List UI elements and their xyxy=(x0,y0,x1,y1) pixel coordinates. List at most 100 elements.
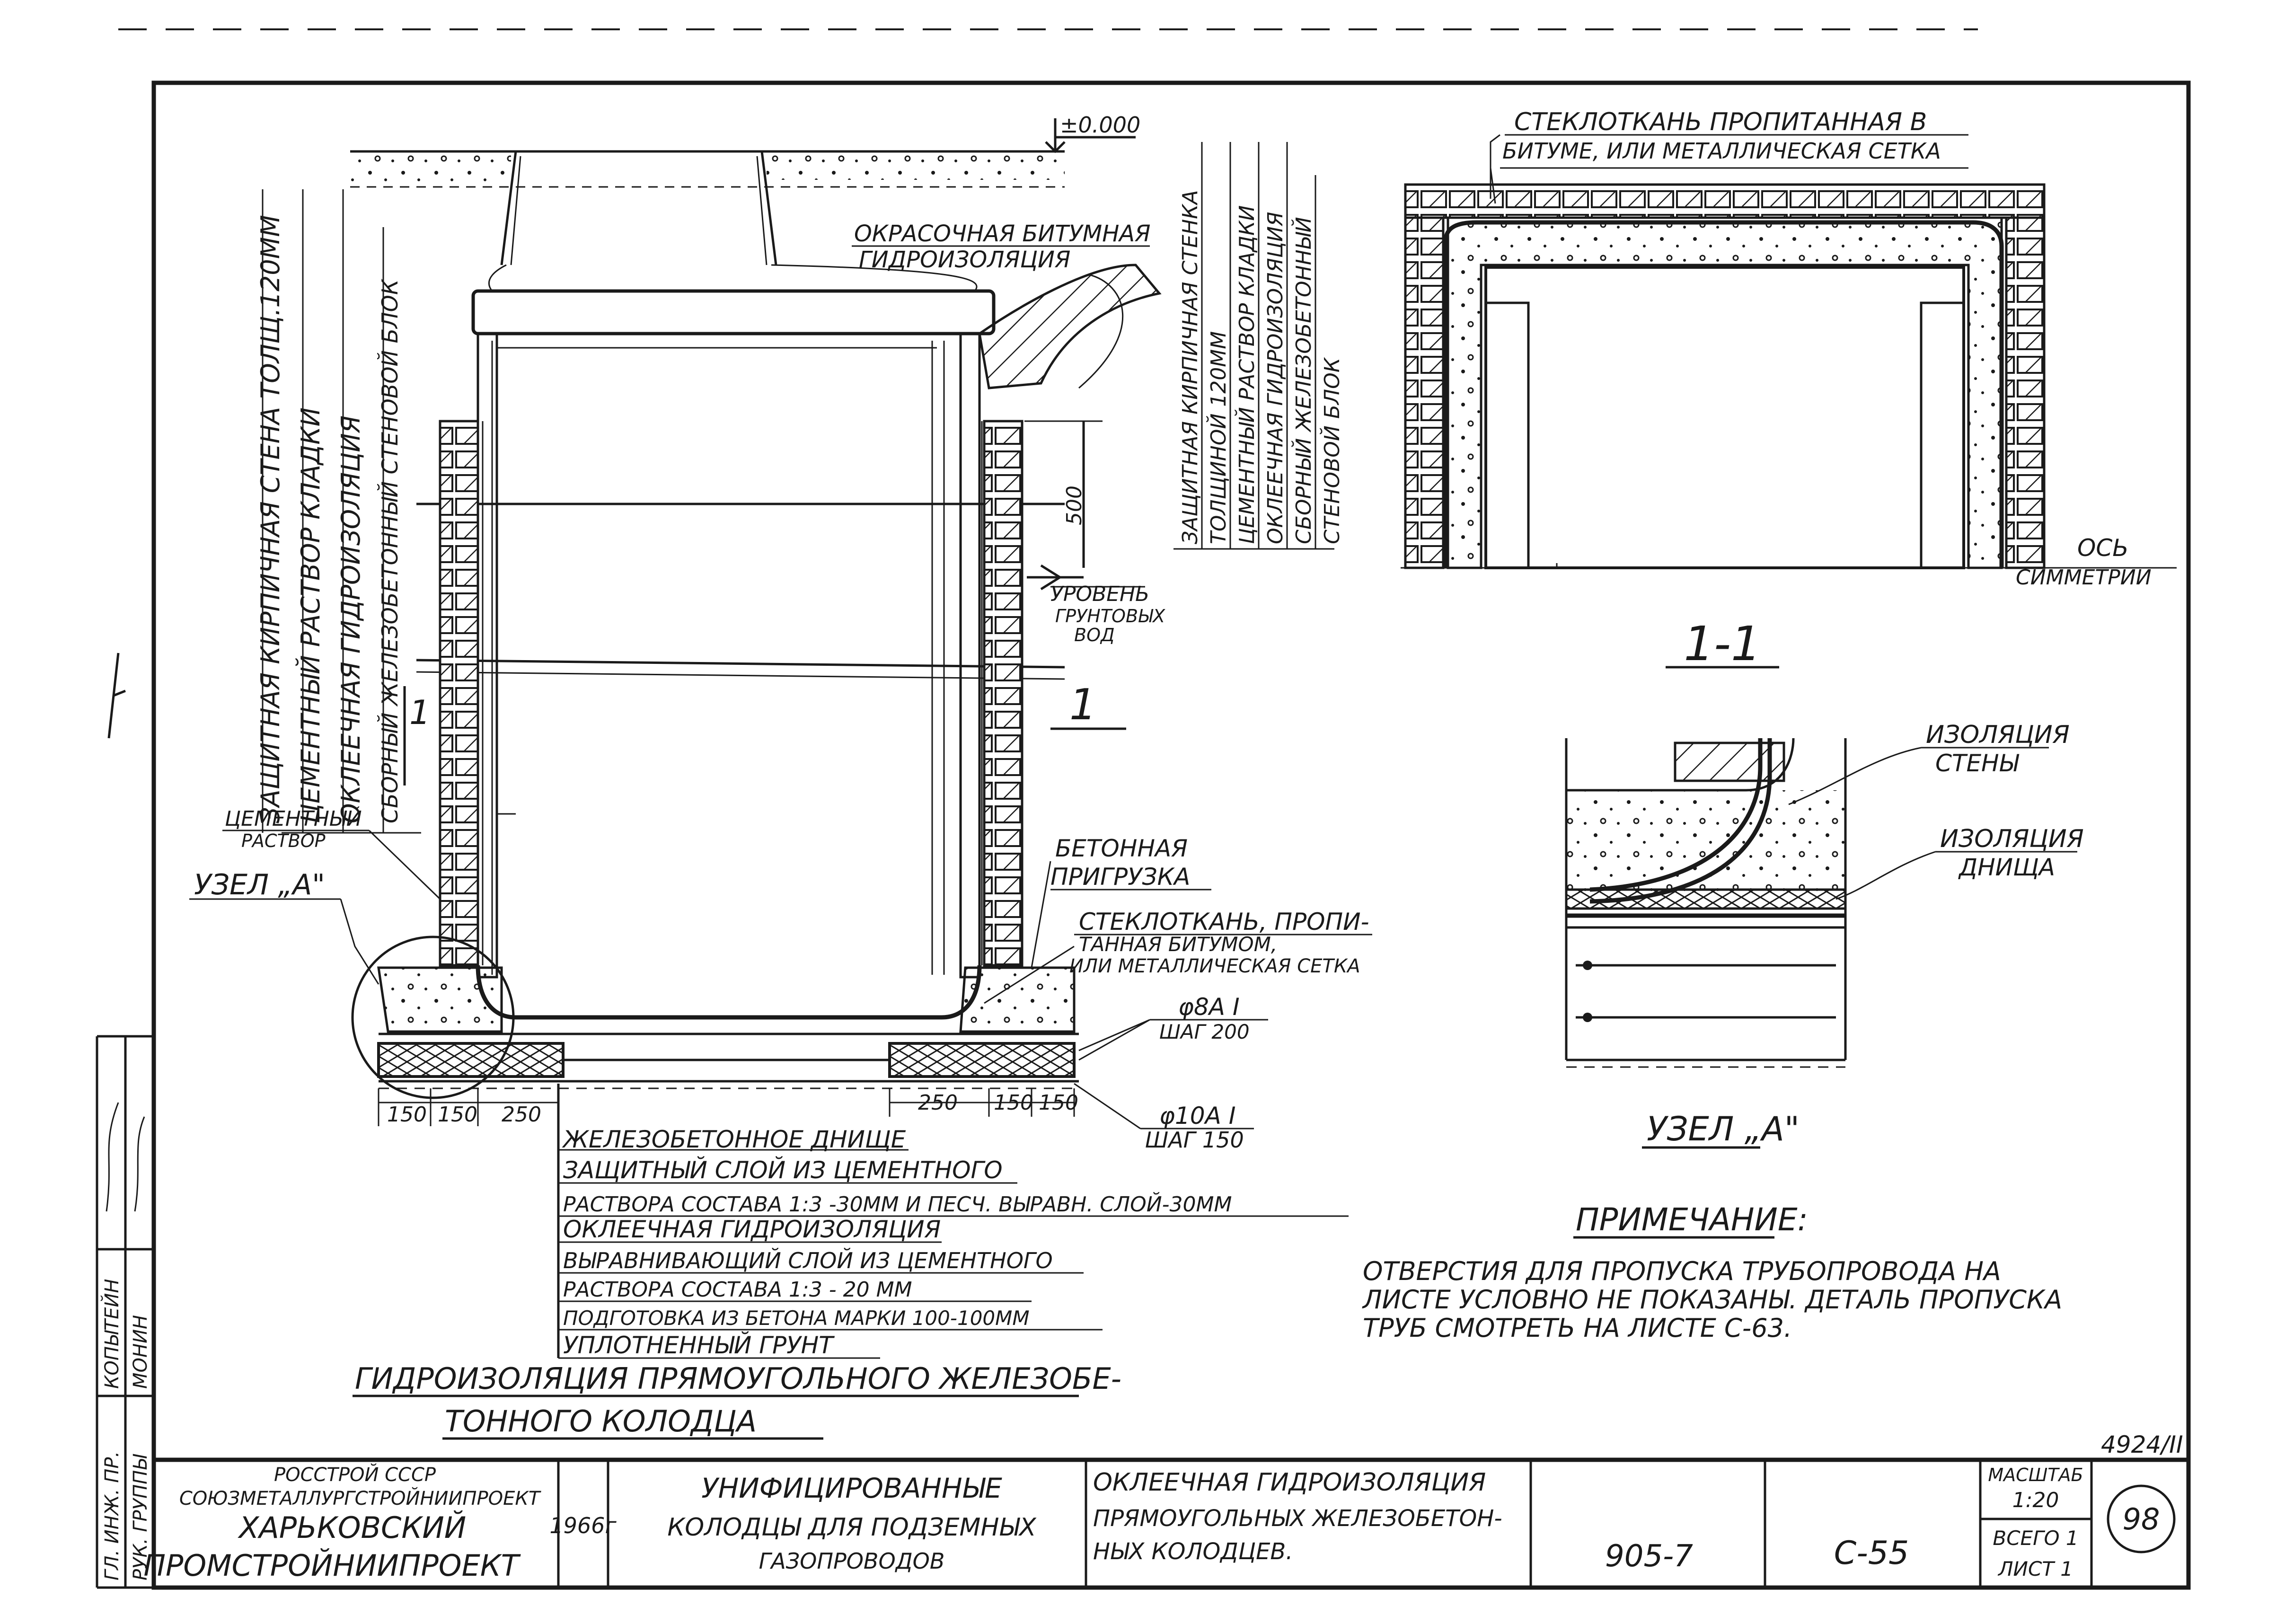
view-caption: 1 xyxy=(1069,680,1096,730)
right-layer-3: ЦЕМЕНТНЫЙ РАСТВОР КЛАДКИ xyxy=(1234,205,1259,544)
name-kopytein: КОПЫТЕЙН xyxy=(100,1279,123,1389)
floor-layer-5: ВЫРАВНИВАЮЩИЙ СЛОЙ ИЗ ЦЕМЕНТНОГО xyxy=(563,1248,1053,1273)
note-line-3: ТРУБ СМОТРЕТЬ НА ЛИСТЕ С-63. xyxy=(1363,1313,1792,1343)
main-section-view: ±0.000 500 УРОВЕНЬ ГРУНТОВЫХ xyxy=(350,112,1165,1358)
floor-layer-3: РАСТВОРА СОСТАВА 1:3 -30ММ И ПЕСЧ. ВЫРАВ… xyxy=(563,1192,1232,1217)
sheet-frame xyxy=(151,80,2191,1590)
project-1: УНИФИЦИРОВАННЫЕ xyxy=(701,1472,1002,1504)
side-mark xyxy=(107,653,126,739)
side-stamp: ГЛ. ИНЖ. ПР. РУК. ГРУППЫ КОПЫТЕЙН МОНИН xyxy=(96,653,154,1589)
floor-layer-6: РАСТВОРА СОСТАВА 1:3 - 20 ММ xyxy=(563,1278,912,1302)
sheet-title-1: ОКЛЕЕЧНАЯ ГИДРОИЗОЛЯЦИЯ xyxy=(1093,1468,1486,1497)
page-number: 98 xyxy=(2123,1502,2160,1536)
fiberglass-main-1: СТЕКЛОТКАНЬ, ПРОПИ- xyxy=(1079,908,1369,936)
signature-marks xyxy=(106,1102,145,1212)
sheet-code: 4924/II xyxy=(2101,1431,2183,1458)
dimension-500: 500 xyxy=(1062,485,1086,525)
dim-right-3: 150 xyxy=(1039,1091,1078,1115)
org-2: СОЮЗМЕТАЛЛУРГСТРОЙНИИПРОЕКТ xyxy=(179,1487,542,1509)
floor-layer-2: ЗАЩИТНЫЙ СЛОЙ ИЗ ЦЕМЕНТНОГО xyxy=(563,1156,1003,1184)
left-layer-2: ЦЕМЕНТНЫЙ РАСТВОР КЛАДКИ xyxy=(296,407,326,823)
sheet-number: С-55 xyxy=(1834,1535,1909,1572)
axis-label-1: ОСЬ xyxy=(2077,534,2129,562)
node-a-detail: ИЗОЛЯЦИЯ СТЕНЫ ИЗОЛЯЦИЯ ДНИЩА УЗЕЛ „А" xyxy=(1565,721,2084,1149)
project-2: КОЛОДЦЫ ДЛЯ ПОДЗЕМНЫХ xyxy=(667,1513,1037,1542)
right-layer-4: ОКЛЕЕЧНАЯ ГИДРОИЗОЛЯЦИЯ xyxy=(1263,212,1288,545)
scale-value: 1:20 xyxy=(2012,1488,2059,1512)
dim-right-1: 250 xyxy=(918,1091,958,1115)
org-4: ПРОМСТРОЙНИИПРОЕКТ xyxy=(143,1548,521,1583)
section-mark-left: 1 xyxy=(409,693,431,732)
fiberglass-top-2: БИТУМЕ, ИЛИ МЕТАЛЛИЧЕСКАЯ СЕТКА xyxy=(1502,138,1941,164)
right-layer-1: ЗАЩИТНАЯ КИРПИЧНАЯ СТЕНКА xyxy=(1178,190,1202,544)
total-sheets: ВСЕГО 1 xyxy=(1993,1527,2078,1550)
left-layer-4: СБОРНЫЙ ЖЕЛЕЗОБЕТОННЫЙ СТЕНОВОЙ БЛОК xyxy=(377,278,403,823)
node-wall-label-1: ИЗОЛЯЦИЯ xyxy=(1926,721,2070,749)
org-1: РОССТРОЙ СССР xyxy=(274,1463,436,1486)
rebar-8-1: φ8А I xyxy=(1178,993,1240,1021)
section-title: 1-1 xyxy=(1684,616,1761,671)
role-chief-engineer: ГЛ. ИНЖ. ПР. xyxy=(101,1451,123,1580)
note-title: ПРИМЕЧАНИЕ: xyxy=(1576,1201,1808,1238)
note-block: ПРИМЕЧАНИЕ: ОТВЕРСТИЯ ДЛЯ ПРОПУСКА ТРУБО… xyxy=(1362,1201,2062,1343)
org-3: ХАРЬКОВСКИЙ xyxy=(238,1510,466,1545)
scale-label: МАСШТАБ xyxy=(1988,1465,2083,1485)
floor-layer-labels: ЖЕЛЕЗОБЕТОННОЕ ДНИЩЕ ЗАЩИТНЫЙ СЛОЙ ИЗ ЦЕ… xyxy=(558,1126,1349,1359)
left-layer-3: ОКЛЕЕЧНАЯ ГИДРОИЗОЛЯЦИЯ xyxy=(336,415,366,823)
cement-mortar-1: ЦЕМЕНТНЫЙ xyxy=(225,806,362,831)
node-a-label: УЗЕЛ „А" xyxy=(194,868,325,901)
left-wall-layer-labels: ЗАЩИТНАЯ КИРПИЧНАЯ СТЕНА ТОЛЩ.120ММ ЦЕМЕ… xyxy=(256,189,421,834)
page-circle xyxy=(2107,1484,2176,1553)
dim-right-2: 150 xyxy=(994,1091,1033,1115)
floor-layer-4: ОКЛЕЕЧНАЯ ГИДРОИЗОЛЯЦИЯ xyxy=(563,1216,941,1243)
rebar-10-2: ШАГ 150 xyxy=(1145,1127,1244,1153)
rebar-10-1: φ10А I xyxy=(1159,1102,1235,1130)
note-line-2: ЛИСТЕ УСЛОВНО НЕ ПОКАЗАНЫ. ДЕТАЛЬ ПРОПУС… xyxy=(1362,1285,2062,1315)
bitumen-label-2: ГИДРОИЗОЛЯЦИЯ xyxy=(859,247,1070,273)
note-line-1: ОТВЕРСТИЯ ДЛЯ ПРОПУСКА ТРУБОПРОВОДА НА xyxy=(1363,1256,2001,1286)
node-floor-label-1: ИЗОЛЯЦИЯ xyxy=(1940,825,2084,853)
axis-label-2: СИММЕТРИИ xyxy=(2016,565,2152,590)
concrete-load-2: ПРИГРУЗКА xyxy=(1050,863,1190,891)
level-zero-mark: ±0.000 xyxy=(1060,112,1140,138)
main-title-line-1: ГИДРОИЗОЛЯЦИЯ ПРЯМОУГОЛЬНОГО ЖЕЛЕЗОБЕ- xyxy=(355,1361,1121,1396)
right-layer-2: ТОЛЩИНОЙ 120ММ xyxy=(1206,331,1231,544)
groundwater-line-1: УРОВЕНЬ xyxy=(1050,582,1149,606)
right-layer-5: СБОРНЫЙ ЖЕЛЕЗОБЕТОННЫЙ xyxy=(1291,217,1316,544)
floor-layer-1: ЖЕЛЕЗОБЕТОННОЕ ДНИЩЕ xyxy=(562,1126,906,1153)
floor-layer-7: ПОДГОТОВКА ИЗ БЕТОНА МАРКИ 100-100ММ xyxy=(563,1306,1030,1330)
title-block: РОССТРОЙ СССР СОЮЗМЕТАЛЛУРГСТРОЙНИИПРОЕК… xyxy=(143,1457,2188,1588)
sheet-label: ЛИСТ 1 xyxy=(1997,1557,2073,1580)
rebar-8-2: ШАГ 200 xyxy=(1159,1020,1250,1043)
dim-left-2: 150 xyxy=(438,1103,477,1127)
role-group-lead: РУК. ГРУППЫ xyxy=(130,1454,151,1580)
right-wall-layer-labels: ЗАЩИТНАЯ КИРПИЧНАЯ СТЕНКА ТОЛЩИНОЙ 120ММ… xyxy=(1173,142,1344,550)
section-1-1-view: СТЕКЛОТКАНЬ ПРОПИТАННАЯ В БИТУМЕ, ИЛИ МЕ… xyxy=(1401,108,2177,671)
left-layer-1: ЗАЩИТНАЯ КИРПИЧНАЯ СТЕНА ТОЛЩ.120ММ xyxy=(256,215,285,823)
node-wall-label-2: СТЕНЫ xyxy=(1935,750,2020,777)
node-caption: УЗЕЛ „А" xyxy=(1647,1110,1800,1148)
sheet-title-3: НЫХ КОЛОДЦЕВ. xyxy=(1093,1538,1293,1565)
series-number: 905-7 xyxy=(1605,1539,1693,1574)
bitumen-coating xyxy=(978,264,1162,389)
fiberglass-top-1: СТЕКЛОТКАНЬ ПРОПИТАННАЯ В xyxy=(1514,108,1927,136)
node-floor-label-2: ДНИЩА xyxy=(1958,854,2055,881)
project-3: ГАЗОПРОВОДОВ xyxy=(759,1548,945,1574)
groundwater-line-3: ВОД xyxy=(1074,625,1115,645)
right-layer-6: СТЕНОВОЙ БЛОК xyxy=(1319,357,1344,544)
node-a-callout xyxy=(351,936,515,1099)
bitumen-label-1: ОКРАСОЧНАЯ БИТУМНАЯ xyxy=(854,221,1150,247)
dim-left-3: 250 xyxy=(502,1103,541,1127)
dim-left-1: 150 xyxy=(387,1103,427,1127)
sheet-title-2: ПРЯМОУГОЛЬНЫХ ЖЕЛЕЗОБЕТОН- xyxy=(1093,1505,1502,1532)
cement-mortar-2: РАСТВОР xyxy=(241,830,326,851)
groundwater-line-2: ГРУНТОВЫХ xyxy=(1055,606,1165,627)
name-monin: МОНИН xyxy=(130,1315,151,1389)
fiberglass-main-2: ТАННАЯ БИТУМОМ, xyxy=(1079,933,1277,956)
fiberglass-main-3: ИЛИ МЕТАЛЛИЧЕСКАЯ СЕТКА xyxy=(1069,955,1360,977)
floor-layer-8: УПЛОТНЕННЫЙ ГРУНТ xyxy=(563,1331,835,1359)
year: 1966г xyxy=(549,1513,617,1538)
concrete-load-1: БЕТОННАЯ xyxy=(1055,835,1188,862)
